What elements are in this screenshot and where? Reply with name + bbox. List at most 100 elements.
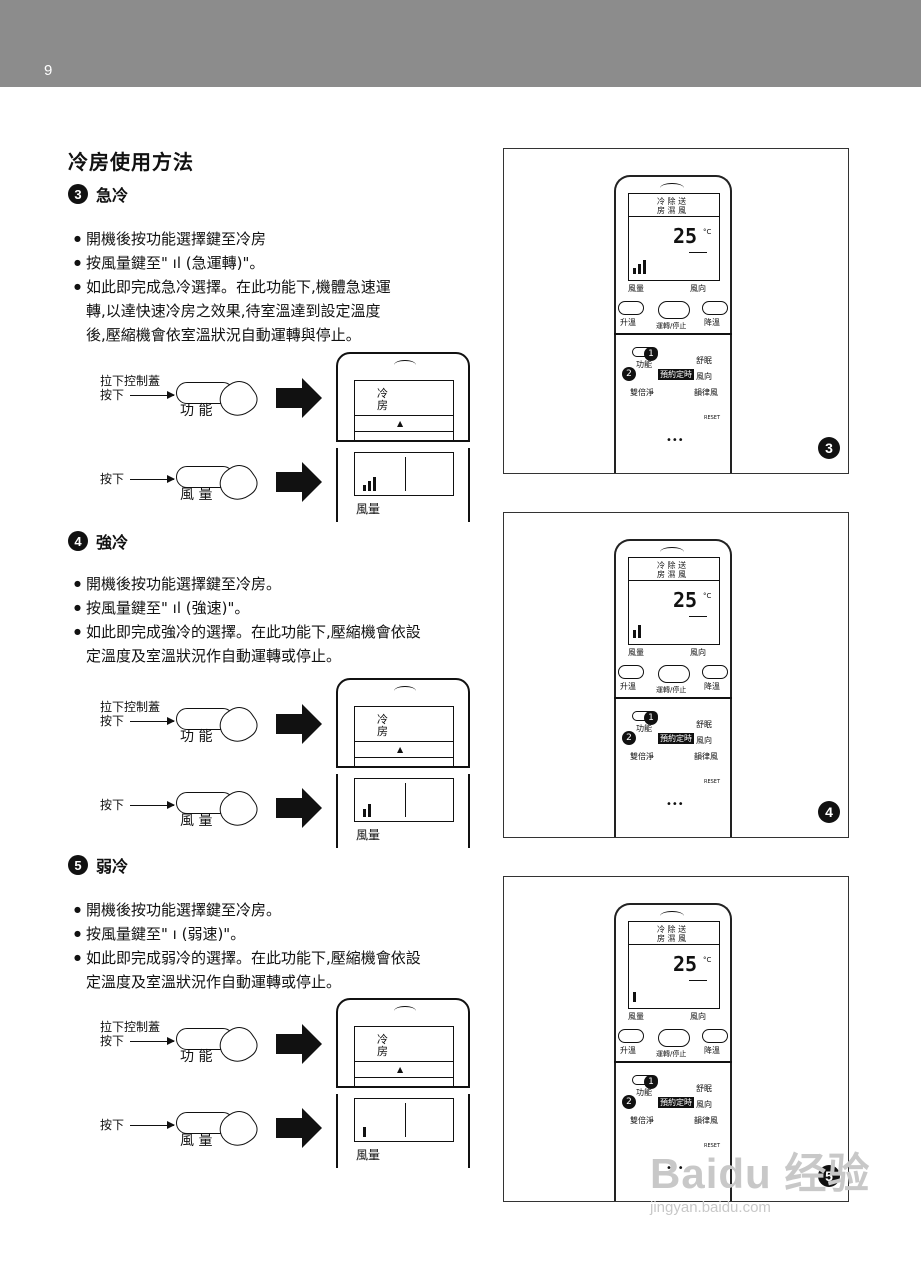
step-1-badge: 1 bbox=[644, 711, 658, 725]
dots-icon: ••• bbox=[666, 1163, 684, 1174]
power-button[interactable] bbox=[658, 301, 690, 319]
divider bbox=[355, 1077, 453, 1078]
temperature-unit: °C bbox=[703, 228, 712, 236]
fan-key-label: 風 量 bbox=[180, 1133, 213, 1149]
sleep-label: 舒眠 bbox=[696, 720, 712, 729]
divider bbox=[355, 757, 453, 758]
bullet-item: 如此即完成急冷選擇。在此功能下,機體急速運 bbox=[74, 275, 391, 299]
divider bbox=[355, 431, 453, 432]
lcd-screen: 冷 除 送 房 濕 風 25 °C bbox=[628, 557, 720, 645]
big-arrow-icon bbox=[276, 1108, 322, 1148]
arrow-icon bbox=[130, 391, 175, 399]
mini-remote-top: 冷 房 ▲ bbox=[336, 678, 470, 768]
swing-icon bbox=[689, 252, 707, 253]
fan-key-label: 風 量 bbox=[180, 487, 213, 503]
temp-down-button[interactable] bbox=[702, 1029, 728, 1043]
fan-high-icon bbox=[363, 477, 376, 491]
sleep-label: 舒眠 bbox=[696, 356, 712, 365]
cover-line bbox=[614, 333, 732, 335]
ir-icon bbox=[660, 183, 684, 193]
step-2-badge: 2 bbox=[622, 367, 636, 381]
temp-down-label: 降溫 bbox=[704, 318, 720, 327]
temp-up-label: 升溫 bbox=[620, 1046, 636, 1055]
section-4-bullets: 開機後按功能選擇鍵至冷房。 按風量鍵至" ıl (強速)"。 如此即完成強冷的選… bbox=[74, 572, 421, 668]
timer-label: 預約定時 bbox=[658, 1097, 694, 1108]
timer-label: 預約定時 bbox=[658, 733, 694, 744]
function-label: 功能 bbox=[636, 1088, 652, 1097]
mini-remote-top: 冷 房 ▲ bbox=[336, 352, 470, 442]
swing-icon bbox=[689, 616, 707, 617]
temp-up-button[interactable] bbox=[618, 1029, 644, 1043]
rhythm-label: 韻律風 bbox=[694, 1116, 718, 1125]
bullet-item: 開機後按功能選擇鍵至冷房。 bbox=[74, 898, 421, 922]
temperature-unit: °C bbox=[703, 956, 712, 964]
divider bbox=[629, 580, 719, 581]
divider bbox=[405, 783, 406, 817]
remote-panel: 冷 除 送 房 濕 風 25 °C 風量 風向 升溫 運轉/停止 降溫 bbox=[503, 148, 849, 474]
mini-screen-bottom: 風量 bbox=[336, 1094, 470, 1168]
temp-up-button[interactable] bbox=[618, 301, 644, 315]
temp-down-button[interactable] bbox=[702, 665, 728, 679]
section-number-badge: 4 bbox=[68, 531, 88, 551]
mini-screen: 冷 房 ▲ bbox=[354, 380, 454, 440]
fan-label: 風量 bbox=[356, 828, 381, 842]
mode-labels: 冷 除 送 bbox=[657, 197, 687, 206]
dots-icon: ••• bbox=[666, 799, 684, 810]
mode-labels-2: 房 濕 風 bbox=[657, 934, 687, 943]
triangle-up-icon: ▲ bbox=[397, 419, 404, 428]
step-2-badge: 2 bbox=[622, 731, 636, 745]
big-arrow-icon bbox=[276, 1024, 322, 1064]
clean-label: 雙倍淨 bbox=[630, 388, 654, 397]
temperature-display: 25 bbox=[673, 588, 698, 612]
press-label: 按下 bbox=[100, 388, 125, 402]
mode-labels-2: 房 濕 風 bbox=[657, 570, 687, 579]
clean-label: 雙倍淨 bbox=[630, 1116, 654, 1125]
temperature-display: 25 bbox=[673, 952, 698, 976]
power-button[interactable] bbox=[658, 1029, 690, 1047]
figure-step-4: 拉下控制蓋 按下 功 能 冷 房 ▲ 按下 風 量 風量 bbox=[96, 678, 476, 853]
power-button[interactable] bbox=[658, 665, 690, 683]
pull-cover-label: 拉下控制蓋 bbox=[100, 1020, 161, 1034]
arrow-icon bbox=[130, 475, 175, 483]
mode-label: 房 bbox=[377, 399, 388, 412]
cover-line bbox=[614, 1061, 732, 1063]
temp-up-button[interactable] bbox=[618, 665, 644, 679]
divider bbox=[405, 457, 406, 491]
remote-control: 冷 除 送 房 濕 風 25 °C 風量 風向 升溫 運轉/停止 降溫 bbox=[614, 175, 732, 473]
mode-label: 房 bbox=[377, 1045, 388, 1058]
ir-icon bbox=[660, 547, 684, 557]
remote-control: 冷 除 送 房 濕 風 25 °C 風量 風向 升溫 運轉/停止 降溫 bbox=[614, 539, 732, 837]
lcd-screen: 冷 除 送 房 濕 風 25 °C bbox=[628, 193, 720, 281]
mode-label: 冷 bbox=[377, 387, 388, 400]
bullet-continuation: 定溫度及室溫狀況作自動運轉或停止。 bbox=[86, 647, 342, 665]
temp-up-label: 升溫 bbox=[620, 682, 636, 691]
divider bbox=[355, 741, 453, 742]
temp-up-label: 升溫 bbox=[620, 318, 636, 327]
section-title: 強冷 bbox=[96, 533, 129, 552]
bullet-continuation: 定溫度及室溫狀況作自動運轉或停止。 bbox=[86, 973, 342, 991]
swing-icon bbox=[689, 980, 707, 981]
divider bbox=[405, 1103, 406, 1137]
triangle-up-icon: ▲ bbox=[397, 745, 404, 754]
fan-display bbox=[354, 1098, 454, 1142]
direction-label: 風向 bbox=[690, 648, 706, 657]
function-label: 功能 bbox=[636, 724, 652, 733]
section-number-badge: 3 bbox=[68, 184, 88, 204]
press-label: 按下 bbox=[100, 798, 125, 812]
swing-label: 風向 bbox=[696, 372, 712, 381]
temperature-unit: °C bbox=[703, 592, 712, 600]
mini-screen: 冷 房 ▲ bbox=[354, 1026, 454, 1086]
temp-down-button[interactable] bbox=[702, 301, 728, 315]
arrow-icon bbox=[130, 801, 175, 809]
watermark-url: jingyan.baidu.com bbox=[650, 1199, 771, 1216]
press-label: 按下 bbox=[100, 1034, 125, 1048]
reset-label: RESET bbox=[704, 415, 721, 421]
section-3-bullets: 開機後按功能選擇鍵至冷房 按風量鍵至" ıl (急運轉)"。 如此即完成急冷選擇… bbox=[74, 227, 391, 347]
bullet-continuation: 後,壓縮機會依室溫狀況自動運轉與停止。 bbox=[86, 326, 361, 344]
remote-panel: 冷 除 送 房 濕 風 25 °C 風量 風向 升溫 運轉/停止 降溫 bbox=[503, 876, 849, 1202]
fan-label: 風量 bbox=[356, 502, 381, 516]
bullet-item: 如此即完成強冷的選擇。在此功能下,壓縮機會依設 bbox=[74, 620, 421, 644]
panel-number-badge: 5 bbox=[818, 1165, 840, 1187]
mode-label: 冷 bbox=[377, 713, 388, 726]
page-number: 9 bbox=[44, 62, 53, 79]
